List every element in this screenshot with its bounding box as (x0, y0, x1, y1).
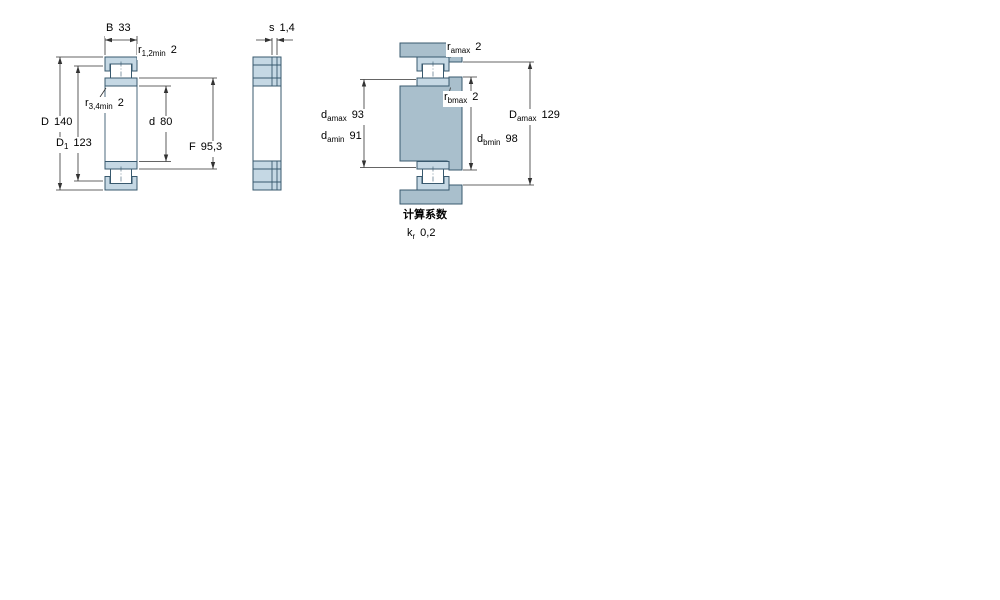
dim-s-symbol: s (269, 22, 275, 34)
dim-F-extensions (139, 77, 217, 170)
profile-top-band (252, 56, 282, 87)
dim-label-D: D 140 (40, 116, 74, 132)
dim-damax-symbol: d (321, 109, 328, 121)
dim-db-extensions (463, 76, 477, 171)
dim-label-s: s 1,4 (268, 22, 296, 38)
factor-kr-subscript: r (412, 232, 416, 241)
dim-Da-extensions (463, 61, 534, 186)
dim-rb-subscript: bmax (447, 96, 468, 105)
mounted-outer-ring-bottom (416, 176, 450, 191)
dim-label-d: d 80 (148, 116, 174, 132)
dim-d-arrow-bottom (163, 154, 169, 162)
dim-D-arrow-bottom (57, 183, 63, 190)
dim-da-arrow-top (361, 79, 367, 87)
dim-dbmin-subscript: bmin (483, 138, 501, 147)
dim-D-symbol: D (41, 116, 49, 128)
profile-ring-lines (253, 64, 281, 183)
dim-r12-symbol: r (138, 44, 142, 56)
dim-db-arrow-top (468, 77, 474, 84)
dim-r34-subscript: 3,4min (88, 102, 113, 111)
dim-Damax-symbol: D (509, 109, 517, 121)
dim-B-symbol: B (106, 22, 114, 34)
dim-label-damin: damin 91 (320, 130, 363, 146)
profile-face-lines (271, 57, 278, 190)
factor-kr-value: 0,2 (420, 227, 436, 239)
dim-dbmin-symbol: d (477, 133, 484, 145)
dim-F-arrow-bottom (210, 162, 216, 169)
dim-da-arrow-bottom (361, 160, 367, 168)
dim-D-value: 140 (53, 116, 73, 128)
right-view-dimensions (360, 53, 534, 186)
left-view-cross-section (104, 56, 138, 191)
dim-label-rbmax: rbmax 2 (443, 91, 480, 107)
dim-label-ramax: ramax 2 (446, 41, 483, 57)
dim-label-dbmin: dbmin 98 (476, 133, 519, 149)
dim-D1-symbol: D (56, 137, 64, 149)
middle-view-dimensions (256, 36, 293, 55)
dim-F-arrow-top (210, 78, 216, 85)
dim-label-D1: D1 123 (55, 137, 93, 153)
dim-r34-symbol: r (85, 97, 89, 109)
dim-Damax-value: 129 (541, 109, 560, 121)
dim-ra-value: 2 (475, 41, 482, 53)
dim-Da-arrow-bottom (527, 178, 533, 185)
dim-r34-leader (99, 87, 107, 98)
calculation-factors-heading-text: 计算系数 (403, 209, 447, 221)
dim-ra-subscript: amax (450, 46, 471, 55)
dim-d-symbol: d (149, 116, 156, 128)
dim-label-r12min: r1,2min 2 (137, 44, 178, 60)
dim-da-extensions (360, 79, 416, 168)
dim-label-F: F 95,3 (188, 141, 224, 157)
dim-damax-value: 93 (351, 109, 364, 121)
dim-Da-arrow-top (527, 62, 533, 69)
dim-s-arrow-left (265, 37, 272, 43)
dim-s-arrow-right (277, 37, 284, 43)
dim-damin-symbol: d (321, 130, 328, 142)
calculation-factors-heading: 计算系数 (402, 209, 448, 222)
dim-s-value: 1,4 (279, 22, 295, 34)
dim-D-arrow-top (57, 57, 63, 64)
profile-bottom-band (252, 160, 282, 191)
dim-Damax-subscript: amax (516, 114, 537, 123)
dim-db-arrow-bottom (468, 163, 474, 170)
dim-ra-symbol: r (447, 41, 451, 53)
outer-ring-bottom (104, 176, 138, 191)
dim-damax-subscript: amax (327, 114, 347, 123)
dim-D1-extensions (74, 65, 103, 182)
dim-label-Damax: Damax 129 (508, 109, 561, 125)
dim-rb-value: 2 (472, 91, 479, 103)
dim-D-extensions (56, 56, 103, 191)
dim-D1-arrow-bottom (75, 174, 81, 181)
dim-b-arrow-right (130, 37, 137, 43)
dim-dbmin-value: 98 (505, 133, 518, 145)
dim-F-symbol: F (189, 141, 196, 153)
inner-ring-top (104, 77, 138, 87)
dim-B-value: 33 (118, 22, 131, 34)
dim-label-B: B 33 (105, 22, 132, 38)
dim-label-damax: damax 93 (320, 109, 365, 125)
mounted-inner-ring-top (416, 77, 450, 87)
middle-view-profile (252, 56, 282, 191)
dim-b-arrow-left (105, 37, 112, 43)
dim-damin-value: 91 (349, 130, 362, 142)
dim-F-value: 95,3 (200, 141, 223, 153)
dim-s-extensions (271, 36, 278, 55)
dim-r12-subscript: 1,2min (141, 49, 166, 58)
dim-r12-value: 2 (170, 44, 177, 56)
right-view-mounting (399, 42, 463, 205)
dim-rb-leader (449, 87, 451, 92)
dim-D1-arrow-top (75, 66, 81, 73)
dim-D1-subscript: 1 (63, 142, 69, 151)
dim-D1-value: 123 (73, 137, 92, 149)
dim-damin-subscript: amin (327, 135, 345, 144)
dim-label-r34min: r3,4min 2 (84, 97, 125, 113)
dim-rb-symbol: r (444, 91, 448, 103)
dim-r34-value: 2 (117, 97, 124, 109)
dim-d-value: 80 (160, 116, 173, 128)
factor-label-kr: kr 0,2 (406, 227, 437, 243)
factor-kr-symbol: k (407, 227, 413, 239)
dim-d-arrow-top (163, 86, 169, 93)
